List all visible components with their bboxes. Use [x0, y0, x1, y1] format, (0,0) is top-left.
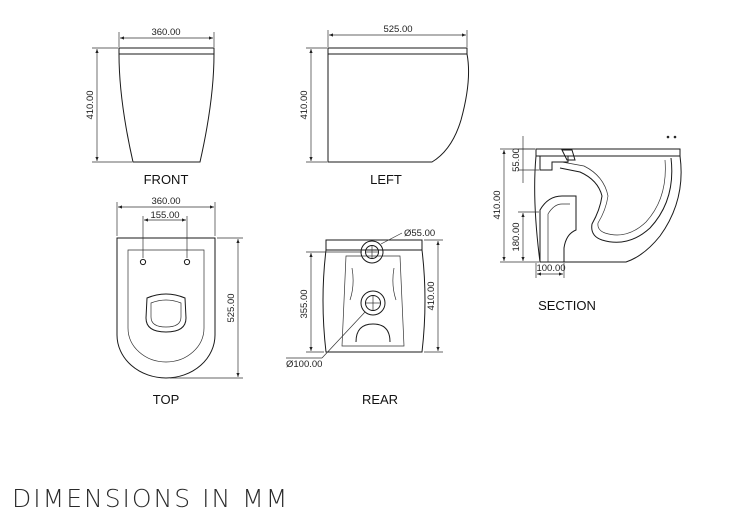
- top-hole-spacing-label: 155.00: [150, 210, 179, 221]
- left-view-outline: [327, 47, 470, 163]
- front-height-label: 410.00: [85, 90, 96, 119]
- rear-inlet-height-label: 355.00: [299, 289, 310, 318]
- left-depth-label: 525.00: [383, 24, 412, 35]
- top-depth-label: 525.00: [226, 293, 237, 322]
- top-fixing-hole-left: [139, 258, 147, 266]
- top-view-outline: [116, 237, 216, 379]
- top-width-label: 360.00: [151, 196, 180, 207]
- left-view-title: LEFT: [370, 172, 402, 187]
- rear-base-opening: [355, 323, 391, 343]
- section-bowl-trap: [559, 157, 673, 243]
- front-view-outline: [118, 47, 215, 163]
- front-view: 360.00 410.00 FRONT: [85, 27, 215, 187]
- front-view-title: FRONT: [144, 172, 189, 187]
- dimensions-caption: DIMENSIONS IN MM: [12, 484, 290, 513]
- rear-height-label: 410.00: [426, 281, 437, 310]
- section-outer-outline: [534, 148, 682, 263]
- section-top-offset-label: 55.00: [511, 148, 522, 172]
- left-height-label: 410.00: [299, 90, 310, 119]
- rear-outlet-diameter-label: Ø100.00: [286, 359, 322, 370]
- top-view: 360.00 155.00 525.00 TOP: [116, 196, 243, 407]
- front-width-label: 360.00: [151, 27, 180, 38]
- section-view-title: SECTION: [538, 298, 596, 313]
- section-height-label: 410.00: [492, 190, 503, 219]
- top-view-bowl: [145, 293, 187, 333]
- section-outlet-spigot: [539, 195, 577, 262]
- section-outlet-offset-label: 100.00: [536, 263, 565, 274]
- top-fixing-hole-right: [183, 258, 191, 266]
- rear-view-outline: [322, 239, 426, 353]
- rear-inlet-diameter-label: Ø55.00: [404, 228, 435, 239]
- rear-outlet-inner: [365, 295, 381, 311]
- rear-inlet-inner: [365, 245, 379, 259]
- rear-outlet-outer: [360, 290, 386, 316]
- rear-view-title: REAR: [362, 392, 398, 407]
- section-outlet-height-label: 180.00: [511, 222, 522, 251]
- left-view: 525.00 410.00 LEFT: [299, 24, 470, 187]
- top-view-title: TOP: [153, 392, 180, 407]
- top-view-inner-outline: [127, 249, 205, 363]
- rear-view: Ø55.00 355.00 410.00 Ø100.00 REAR: [286, 228, 443, 407]
- section-view: 55.00 410.00 180.00 100.00 SECTION: [492, 135, 682, 313]
- section-inlet-fitting: [539, 149, 576, 171]
